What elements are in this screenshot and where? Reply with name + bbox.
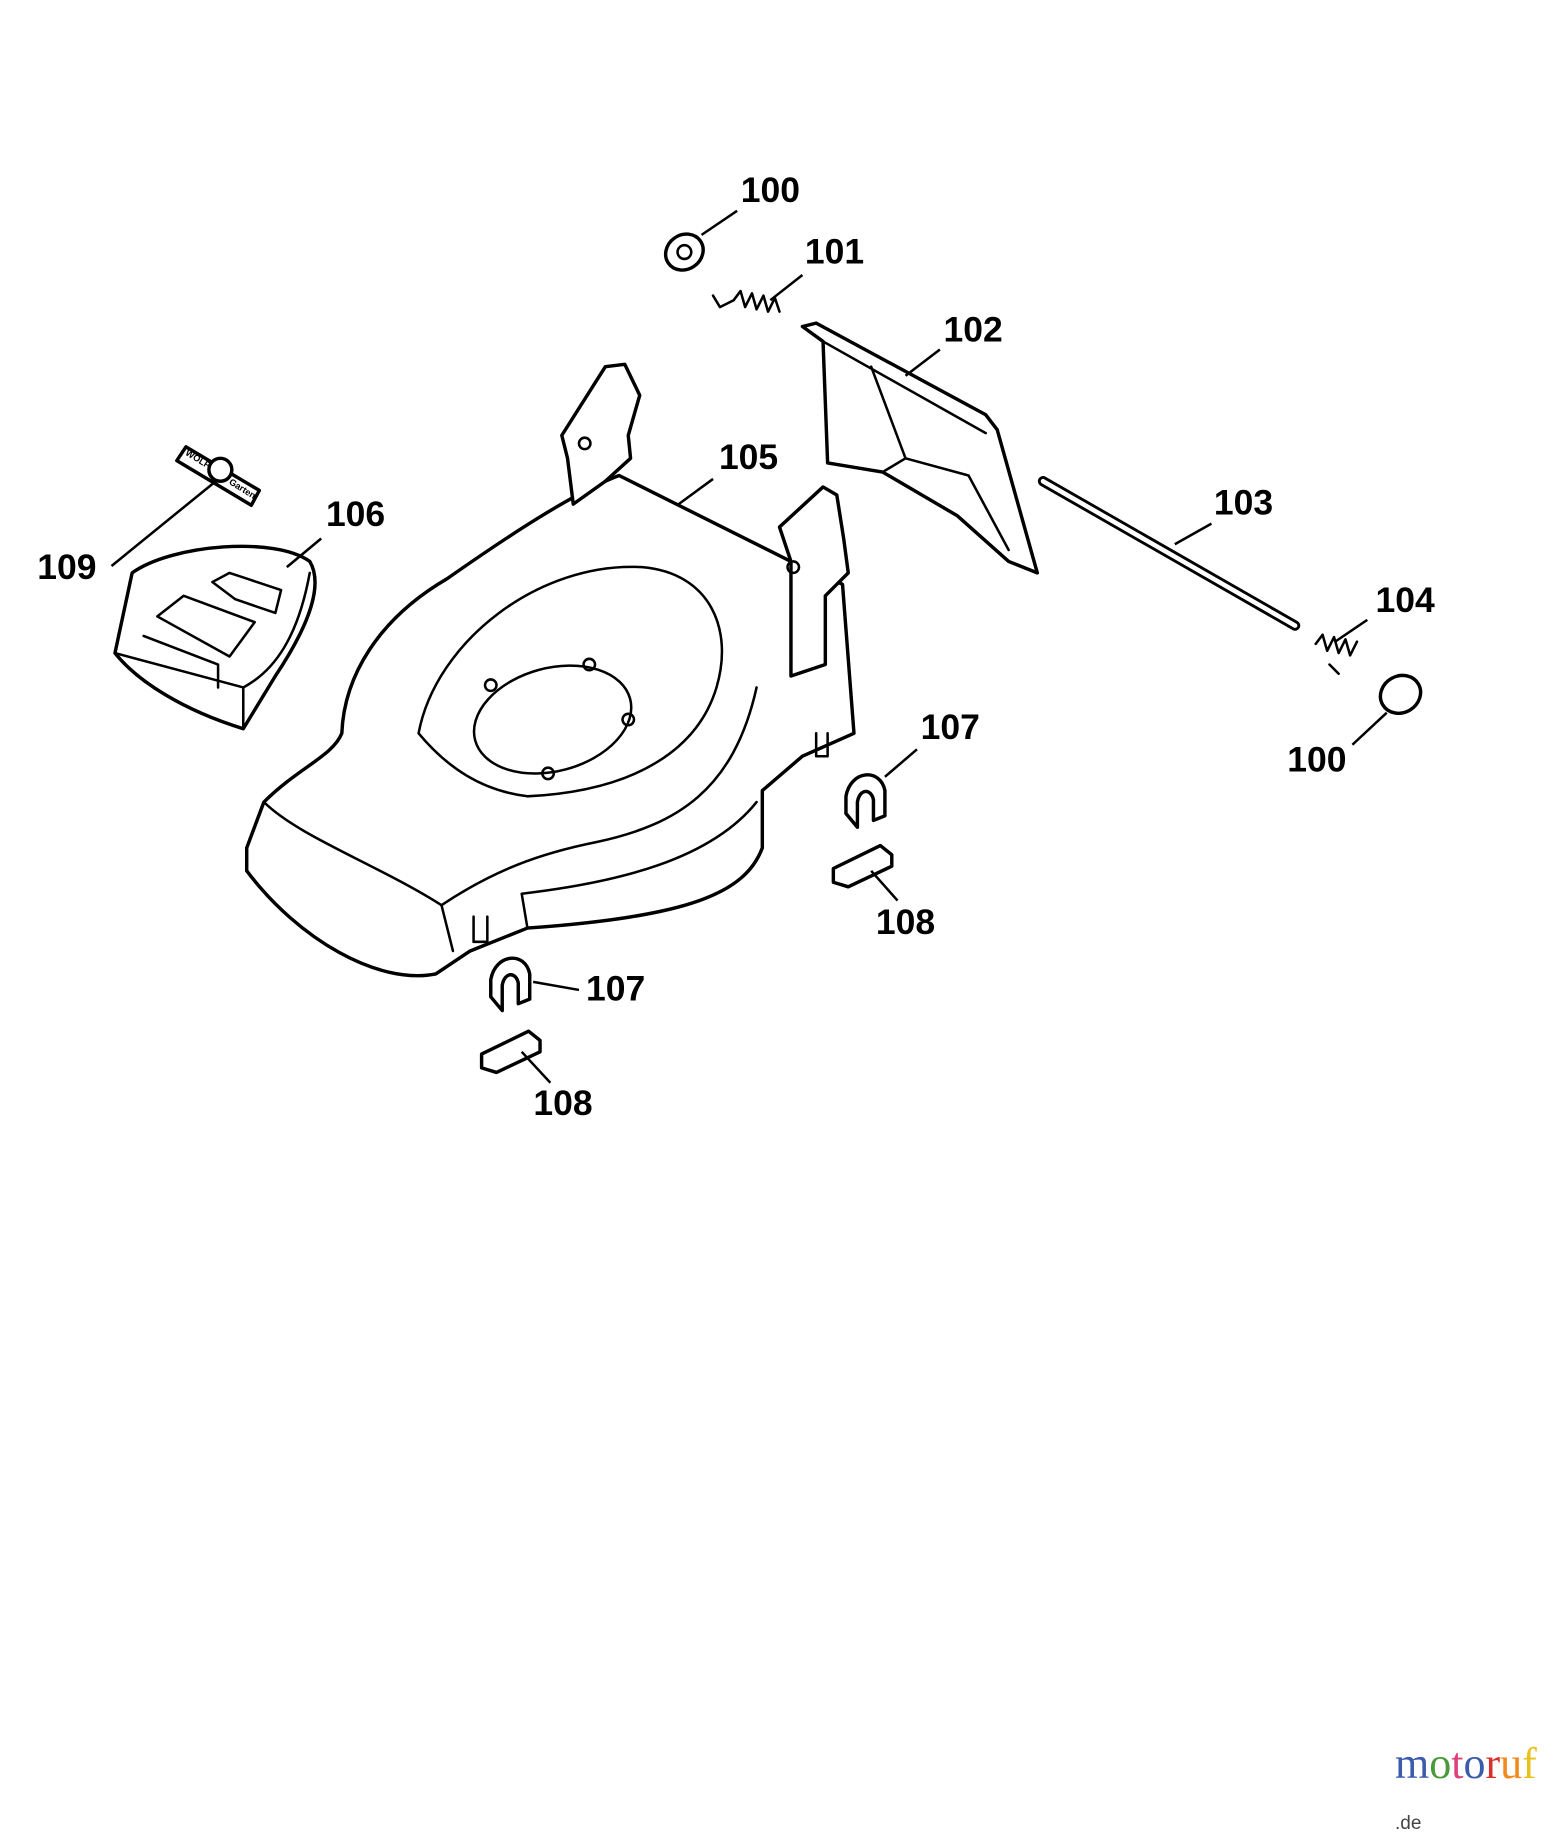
leader-lines: [110, 209, 1388, 1084]
callout-108: 108: [533, 1083, 592, 1123]
part-108-block: [831, 843, 894, 889]
callout-100: 100: [741, 170, 800, 210]
callout-101: 101: [805, 232, 864, 272]
logo-letter: t: [1451, 1739, 1464, 1788]
logo-letter: r: [1485, 1739, 1501, 1788]
logo-letter: f: [1522, 1739, 1537, 1788]
part-108-block: [479, 1029, 542, 1075]
callout-105: 105: [719, 437, 778, 477]
callout-100: 100: [1287, 739, 1346, 779]
callout-107: 107: [586, 968, 645, 1008]
callout-106: 106: [326, 494, 385, 534]
callout-108: 108: [876, 902, 935, 942]
part-104-spring: [1314, 633, 1359, 675]
logo-letter: o: [1429, 1739, 1452, 1788]
part-100-washer: [663, 232, 705, 272]
logo-suffix: .de: [1395, 1813, 1422, 1834]
part-101-spring: [711, 289, 781, 313]
logo-letter: m: [1395, 1739, 1430, 1788]
part-106-cover: [113, 544, 317, 731]
motoruf-watermark-logo: motoruf .de: [1395, 1738, 1559, 1840]
logo-letter: o: [1463, 1739, 1486, 1788]
part-105-mower-deck: [244, 362, 856, 978]
part-103-rod: [1037, 476, 1301, 631]
part-107-clip: [844, 773, 887, 829]
exploded-parts-diagram: WOLF Garten 100 101 102 103 104 100 105 …: [37, 170, 1435, 1123]
callout-107: 107: [921, 707, 980, 747]
callout-102: 102: [944, 310, 1003, 350]
callout-109: 109: [37, 547, 96, 587]
callout-104: 104: [1375, 580, 1434, 620]
callout-103: 103: [1214, 483, 1273, 523]
part-102-deflector-flap: [800, 321, 1040, 575]
part-100-cap: [1378, 673, 1423, 715]
part-109-decal: WOLF Garten: [175, 445, 262, 508]
part-107-clip: [489, 956, 532, 1013]
logo-letter: u: [1500, 1739, 1523, 1788]
